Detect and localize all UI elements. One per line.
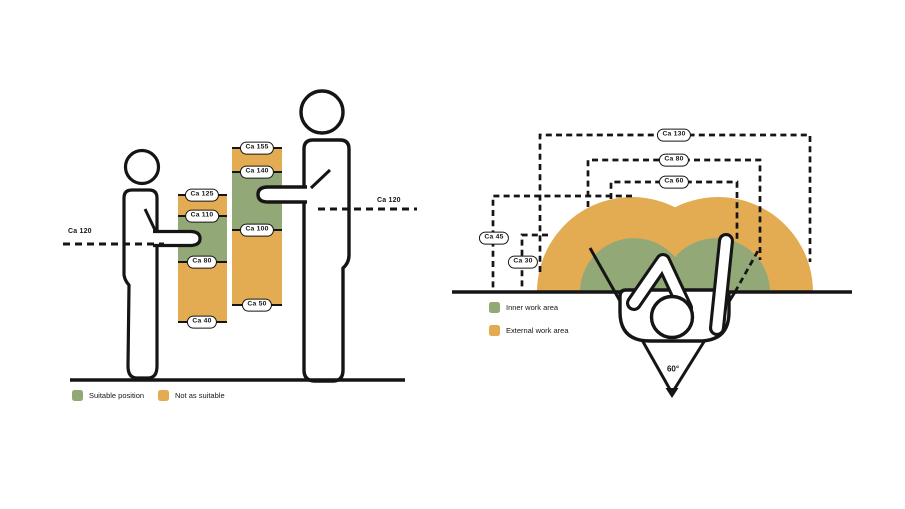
tall-person-height-label: Ca 120	[377, 197, 401, 204]
pill-ca-125: Ca 125	[184, 188, 220, 202]
short-person-figure	[122, 148, 202, 380]
legend-inner-work-area: Inner work area	[489, 302, 558, 313]
dim-ca60	[609, 180, 739, 243]
short-person-height-label: Ca 120	[68, 228, 92, 235]
external-area-swatch	[489, 325, 500, 336]
legend-label: External work area	[506, 325, 569, 335]
not-suitable-swatch	[158, 390, 169, 401]
pill-ca-100: Ca 100	[239, 223, 275, 237]
tall-person-figure	[256, 89, 351, 383]
short-person-body	[122, 188, 159, 380]
view-angle-label: 60°	[666, 364, 680, 374]
suitable-swatch	[72, 390, 83, 401]
cone-apex-arrow	[665, 388, 679, 398]
legend-suitable-position: Suitable position	[72, 390, 144, 401]
bar-segment-orange	[178, 262, 227, 322]
dim-ca45	[491, 194, 632, 290]
pill-ca-80-left: Ca 80	[186, 255, 218, 269]
legend-external-work-area: External work area	[489, 325, 569, 336]
short-person-head	[123, 148, 161, 186]
pill-ca-80-right: Ca 80	[658, 153, 690, 167]
pill-ca-50: Ca 50	[241, 298, 273, 312]
pill-ca-130: Ca 130	[656, 128, 692, 142]
legend-label: Not as suitable	[175, 390, 225, 400]
inner-area-swatch	[489, 302, 500, 313]
top-view-person	[618, 233, 734, 343]
legend-label: Suitable position	[89, 390, 145, 400]
dim-ca30	[520, 233, 548, 290]
tall-person-head	[299, 89, 345, 135]
legend-label: Inner work area	[506, 302, 559, 312]
pill-ca-155: Ca 155	[239, 141, 275, 155]
dim-ca130	[538, 133, 812, 272]
tall-person-body	[302, 138, 351, 383]
tall-person-forearm	[256, 185, 307, 204]
top-view-head	[649, 294, 695, 340]
tall-person-arm-crease	[309, 168, 332, 190]
pill-ca-30: Ca 30	[507, 255, 539, 269]
short-person-arm-crease	[143, 208, 157, 231]
pill-ca-140: Ca 140	[239, 165, 275, 179]
pill-ca-110: Ca 110	[185, 209, 219, 223]
legend-not-as-suitable: Not as suitable	[158, 390, 225, 401]
short-person-forearm	[153, 229, 202, 248]
pill-ca-60: Ca 60	[658, 175, 690, 189]
pill-ca-45: Ca 45	[478, 231, 510, 245]
bar-segment-orange	[232, 230, 282, 305]
pill-ca-40: Ca 40	[186, 315, 218, 329]
